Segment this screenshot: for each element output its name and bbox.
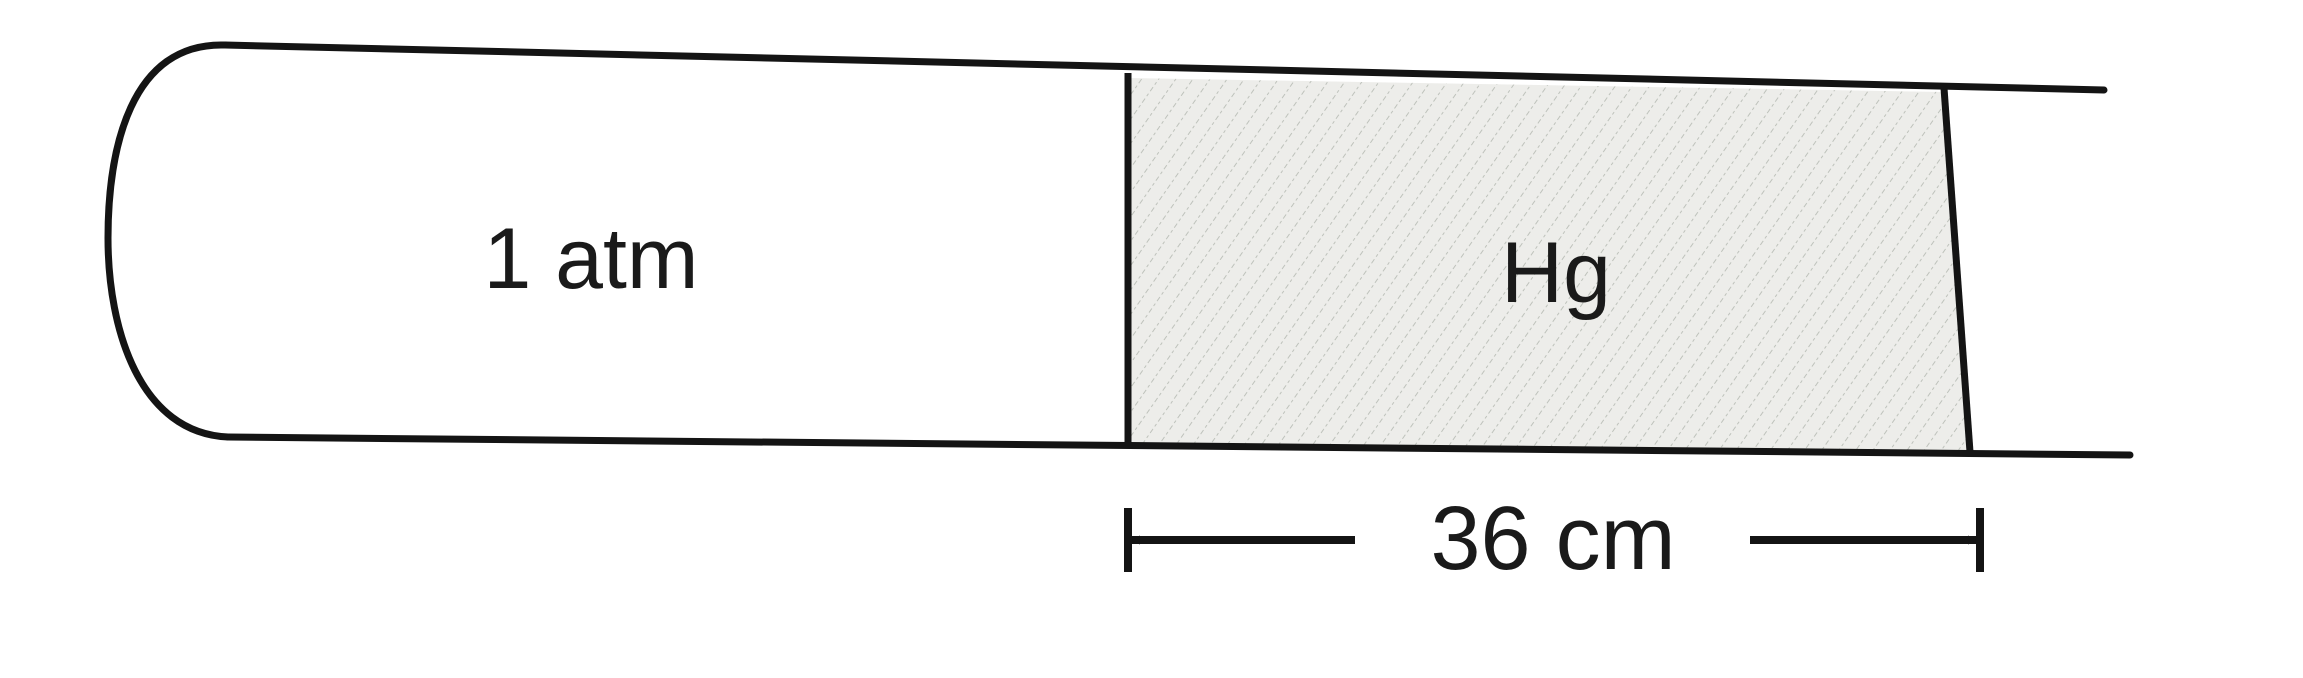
- mercury-label: Hg: [1501, 225, 1611, 321]
- tube-closed-end: [104, 41, 232, 441]
- mercury-length-label: 36 cm: [1430, 489, 1675, 589]
- tube-bottom-wall: [224, 433, 2134, 459]
- mercury-right-boundary: [1940, 87, 1974, 453]
- mercury-hatching: [1128, 78, 1970, 450]
- gas-pressure-label: 1 atm: [483, 211, 698, 307]
- tube-top-wall: [221, 41, 2108, 94]
